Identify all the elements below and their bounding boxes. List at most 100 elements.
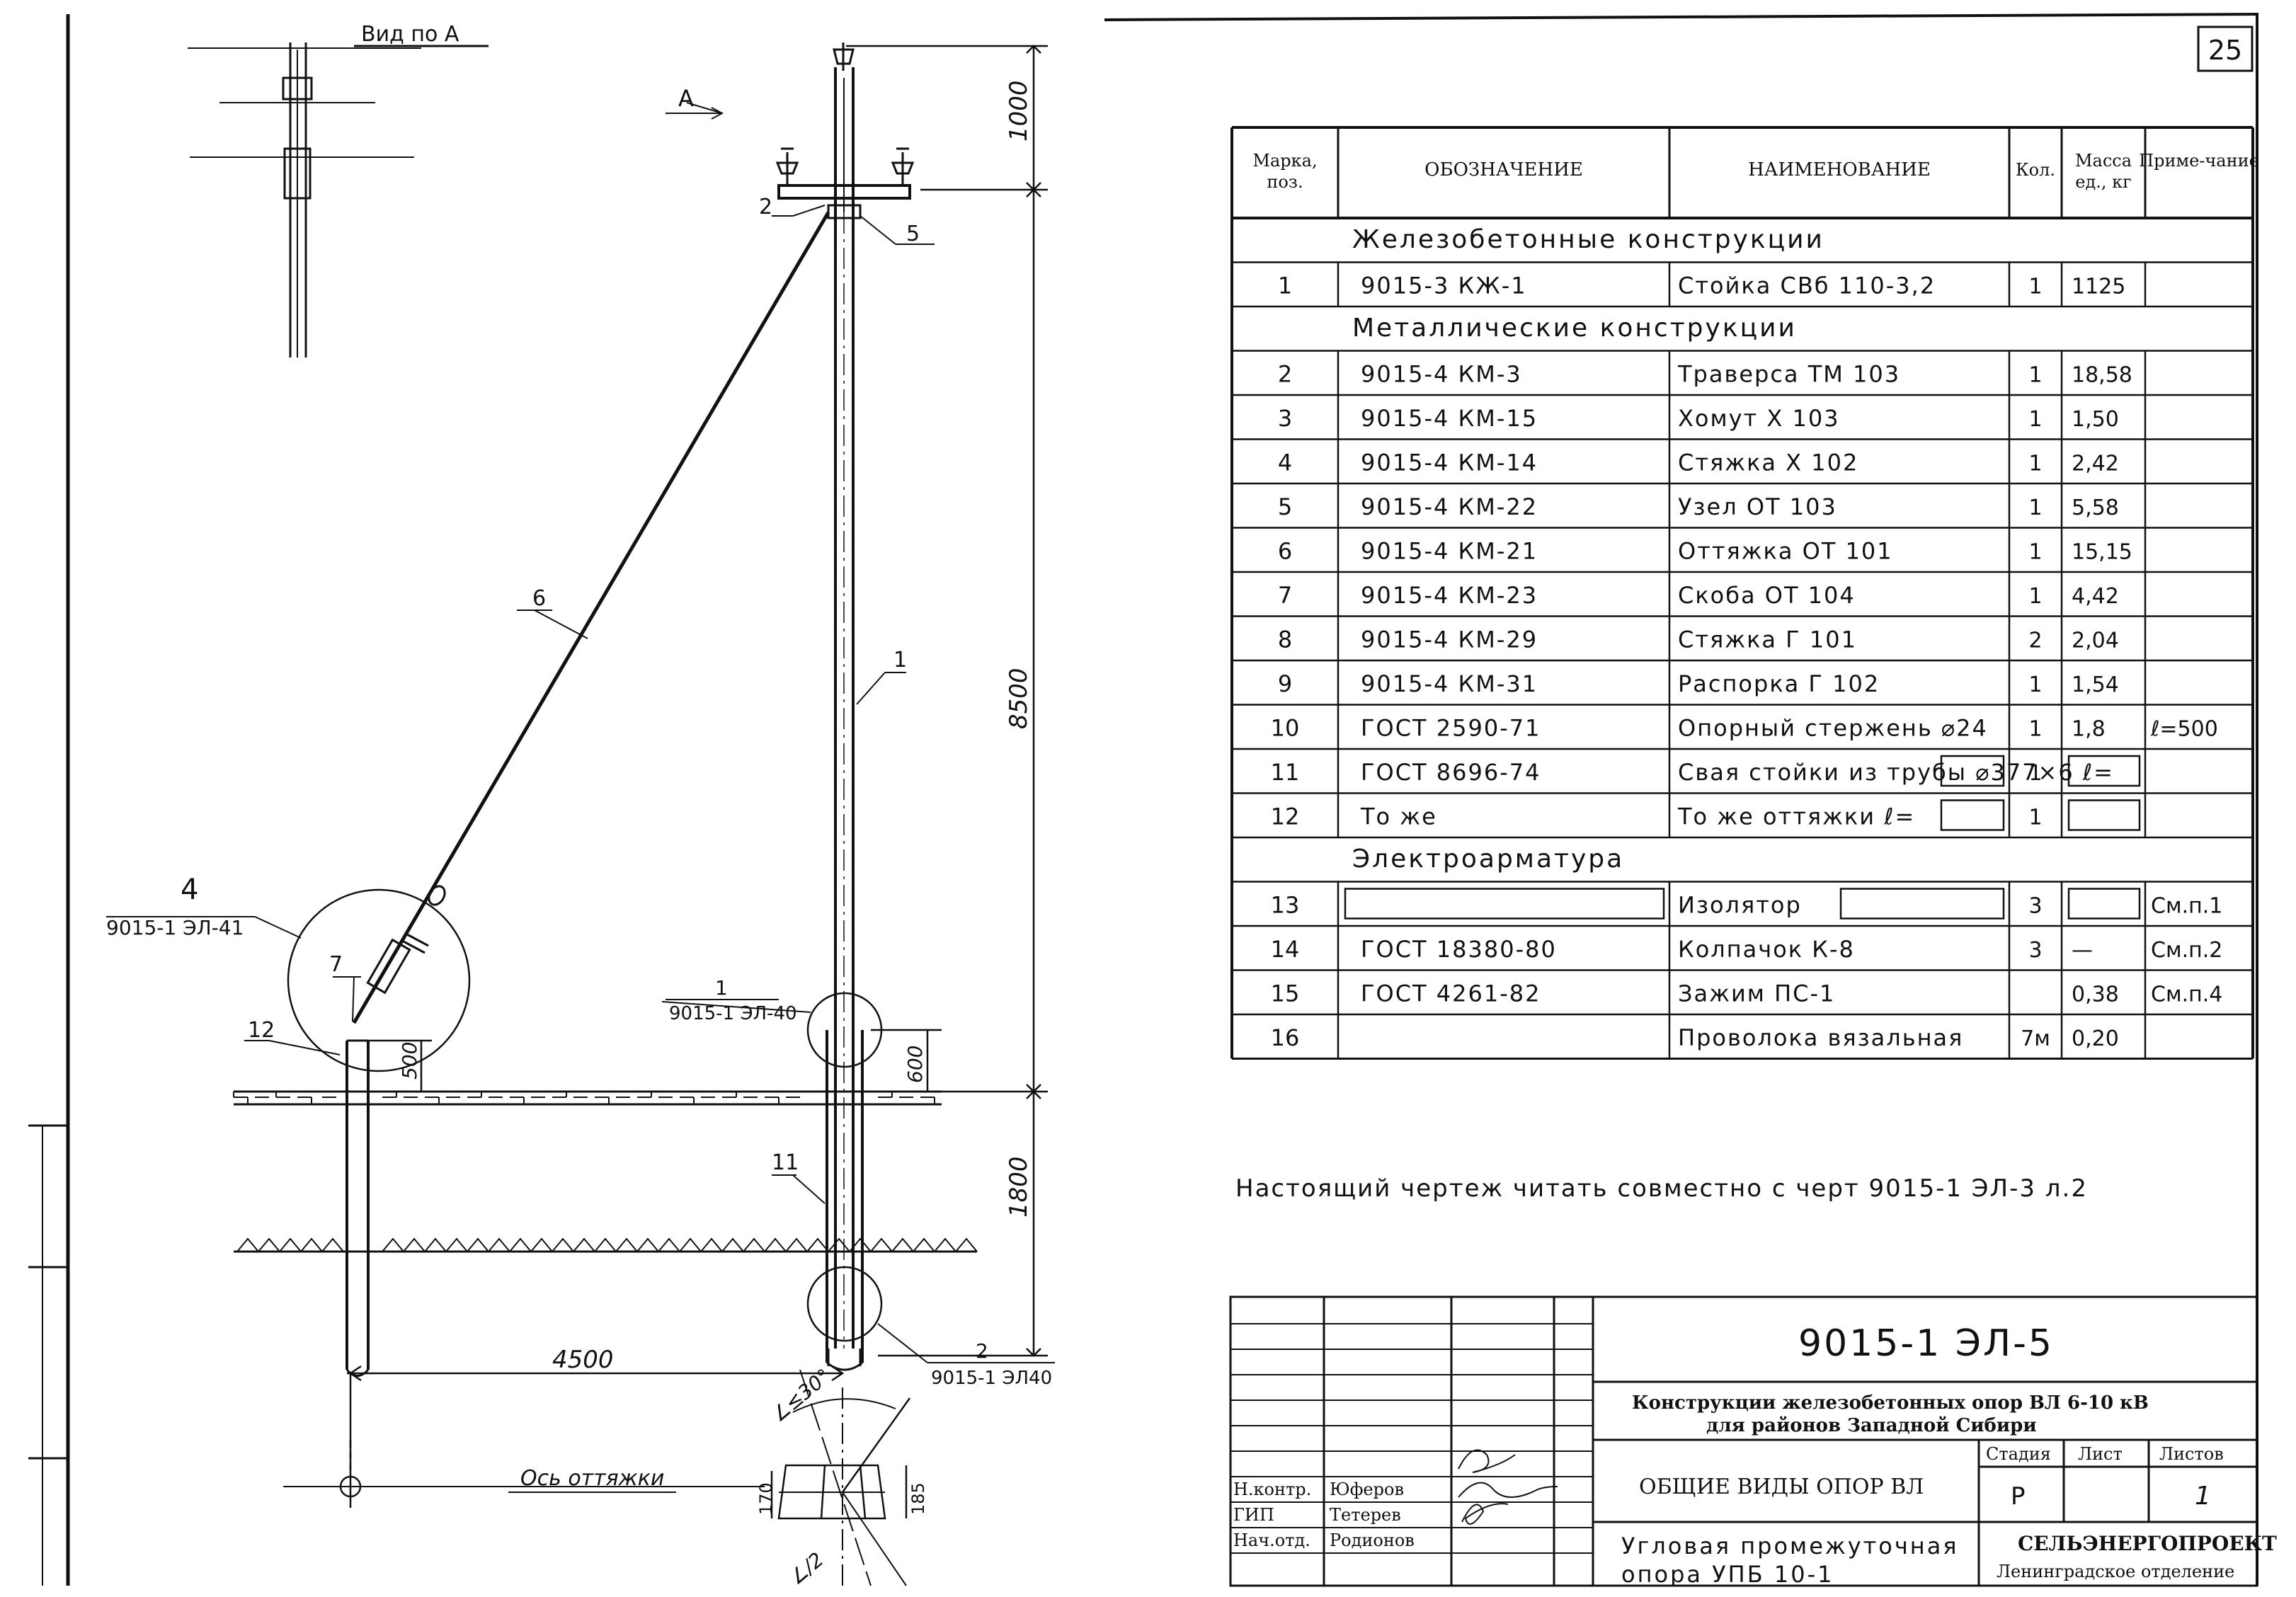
stage-value: Р [2011,1482,2026,1511]
row-designation: 9015-4 КМ-14 [1361,450,1538,476]
row-mass: 15,15 [2072,540,2132,565]
row-name: Колпачок К-8 [1678,936,1855,963]
role-nkontr: Н.контр. [1233,1479,1311,1499]
row-note: См.п.2 [2151,938,2222,963]
row-pos: 15 [1271,980,1300,1007]
dim-500: 500 [398,1042,421,1080]
sheet-title: ОБЩИЕ ВИДЫ ОПОР ВЛ [1639,1475,1924,1499]
row-pos: 2 [1278,361,1292,388]
name-gip: Тетерев [1330,1505,1401,1525]
name-nkontr: Юферов [1330,1479,1404,1499]
role-gip: ГИП [1233,1505,1274,1525]
callout-1-ref: 9015-1 ЭЛ-40 [669,1003,797,1024]
row-mass: 1,8 [2072,717,2106,742]
callout-4-num: 4 [181,874,198,906]
row-designation: 9015-4 КМ-15 [1361,405,1538,432]
row-pos: 6 [1278,538,1292,565]
row-name: Оттяжка ОТ 101 [1678,538,1893,565]
row-designation: 9015-4 КМ-23 [1361,582,1538,609]
callout-6: 6 [532,586,546,611]
sheet-label: Лист [2078,1444,2123,1464]
title-block [1229,1295,2258,1587]
row-qty: 1 [2028,496,2042,520]
row-mass: 0,38 [2072,983,2119,1007]
row-qty: 1 [2028,363,2042,388]
hdr-pos: Марка,поз. [1252,151,1317,192]
row-qty: 1 [2028,584,2042,609]
row-qty: 3 [2028,894,2042,919]
row-designation: 9015-4 КМ-21 [1361,538,1538,565]
row-mass: 18,58 [2072,363,2132,388]
row-name: Стойка СВб 110-3,2 [1678,273,1936,299]
project-title-line1: Конструкции железобетонных опор ВЛ 6-10 … [1632,1392,2149,1414]
guy-wire [352,211,830,1024]
page-number: 25 [2208,35,2242,66]
org-sub: Ленинградское отделение [1997,1562,2234,1581]
callout-1: 1 [893,648,907,672]
dim-angle-half: ∠/2 [784,1547,828,1589]
row-name: Свая стойки из трубы ⌀377×6 ℓ= [1678,759,2114,786]
row-name: Узел ОТ 103 [1678,493,1837,520]
callout-4-ref: 9015-1 ЭЛ-41 [106,916,244,939]
sheet-frame [28,13,2259,1586]
name-nachotd: Родионов [1330,1530,1415,1550]
leaders [106,102,1055,1363]
row-note: См.п.4 [2151,983,2222,1007]
role-nachotd: Нач.отд. [1233,1530,1310,1550]
row-designation: ГОСТ 18380-80 [1361,936,1557,963]
dim-8500: 8500 [1005,668,1033,729]
callout-2-ref: 9015-1 ЭЛ40 [931,1368,1052,1389]
stage-label: Стадия [1986,1444,2051,1464]
row-qty: 7м [2021,1026,2050,1051]
hdr-name: НАИМЕНОВАНИЕ [1748,159,1931,181]
dim-600: 600 [903,1046,927,1083]
sheets-label: Листов [2159,1444,2224,1464]
dim-170: 170 [756,1482,776,1515]
row-pos: 5 [1278,493,1292,520]
row-pos: 13 [1271,892,1300,919]
dim-4500: 4500 [552,1346,614,1374]
dim-185: 185 [908,1482,928,1515]
callout-12: 12 [248,1018,275,1043]
row-pos: 12 [1271,803,1300,830]
row-qty: 1 [2028,540,2042,565]
hdr-note: Приме-чание [2139,151,2259,171]
row-pos: 9 [1278,670,1292,697]
hdr-qty: Кол. [2016,160,2055,180]
row-pos: 1 [1278,273,1292,299]
row-name: Проволока вязальная [1678,1024,1963,1051]
row-qty: 1 [2028,407,2042,432]
anchor-pile [287,888,471,1377]
type-line1: Угловая промежуточная [1621,1533,1959,1559]
row-name: Зажим ПС-1 [1678,980,1835,1007]
row-mass: — [2072,938,2093,963]
row-pos: 16 [1271,1024,1300,1051]
hdr-designation: ОБОЗНАЧЕНИЕ [1424,159,1583,181]
section-title: Железобетонные конструкции [1352,225,1824,254]
row-qty: 3 [2028,938,2042,963]
dim-1000: 1000 [1005,80,1033,142]
row-qty: 1 [2028,672,2042,697]
row-pos: 3 [1278,405,1292,432]
row-pos: 10 [1271,715,1300,742]
row-note: ℓ=500 [2150,717,2218,742]
view-a: Вид по А [188,22,489,357]
row-qty: 1 [2028,717,2042,742]
dimensions [283,45,1048,1586]
type-line2: опора УПБ 10-1 [1621,1561,1834,1588]
row-designation: 9015-3 КЖ-1 [1361,273,1527,299]
row-qty: 1 [2028,452,2042,476]
row-designation: ГОСТ 2590-71 [1361,715,1541,742]
org-name: СЕЛЬЭНЕРГОПРОЕКТ [2018,1532,2277,1555]
axis-label: Ось оттяжки [520,1466,664,1491]
row-name: Распорка Г 102 [1678,670,1880,697]
row-designation: 9015-4 КМ-3 [1361,361,1522,388]
row-mass: 2,04 [2072,629,2119,653]
row-mass: 1,54 [2072,672,2119,697]
row-qty: 1 [2028,761,2042,786]
view-a-label: Вид по А [361,22,459,47]
callout-1-num: 1 [715,976,728,1000]
section-title: Металлические конструкции [1352,314,1797,343]
